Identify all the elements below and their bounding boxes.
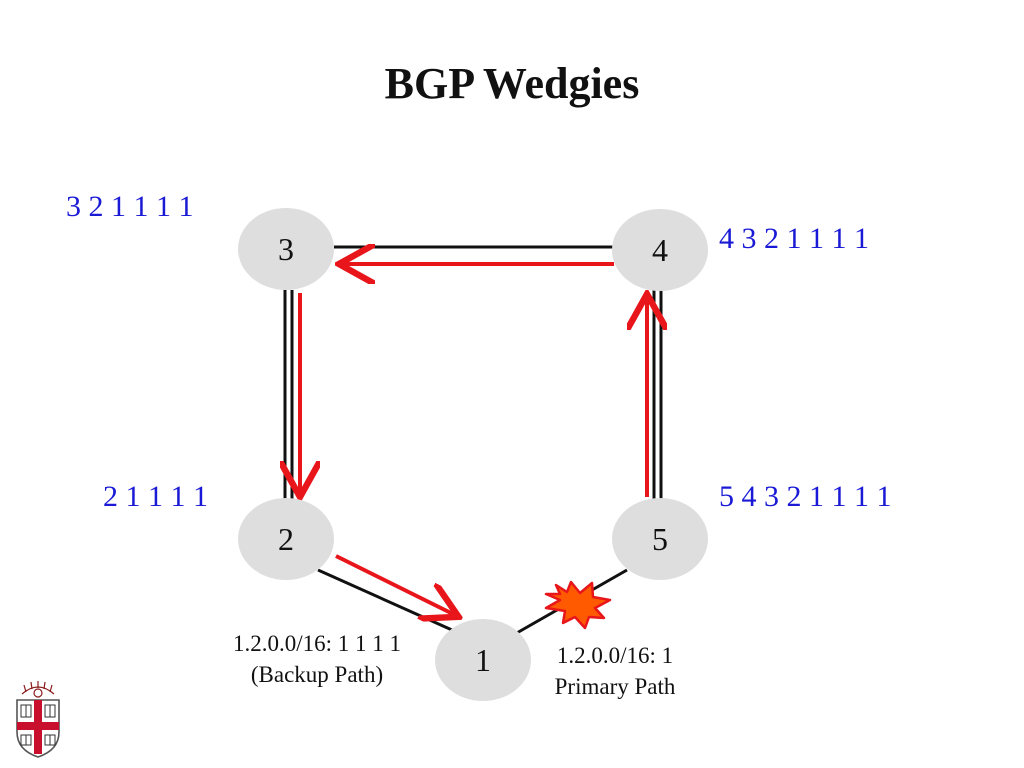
svg-text:3: 3: [278, 231, 294, 267]
svg-text:4: 4: [652, 232, 668, 268]
explosion-icon: [544, 580, 612, 630]
as-path-node2: 2 1 1 1 1: [103, 480, 208, 513]
node-1: 1: [435, 619, 531, 701]
as-path-node5: 5 4 3 2 1 1 1 1: [719, 480, 892, 513]
brown-university-shield-icon: [16, 681, 60, 758]
backup-label: (Backup Path): [250, 662, 384, 687]
arrow-2-to-1: [335, 554, 455, 615]
backup-path-annotation: 1.2.0.0/16: 1 1 1 1 (Backup Path): [222, 628, 412, 690]
as-path-node3: 3 2 1 1 1 1: [66, 190, 194, 223]
slide-title: BGP Wedgies: [384, 59, 640, 108]
primary-prefix: 1.2.0.0/16: 1: [556, 643, 674, 668]
svg-text:1: 1: [475, 642, 491, 678]
node-5: 5: [612, 498, 708, 580]
svg-text:5: 5: [652, 521, 668, 557]
backup-prefix: 1.2.0.0/16: 1 1 1 1: [232, 631, 402, 656]
primary-label: Primary Path: [554, 674, 676, 699]
node-4: 4: [612, 209, 708, 291]
svg-text:2: 2: [278, 521, 294, 557]
links: [283, 245, 663, 636]
as-path-node4: 4 3 2 1 1 1 1: [719, 222, 869, 255]
route-arrows: [300, 264, 647, 615]
node-2: 2: [238, 498, 334, 580]
node-3: 3: [238, 208, 334, 290]
primary-path-annotation: 1.2.0.0/16: 1 Primary Path: [540, 640, 690, 702]
